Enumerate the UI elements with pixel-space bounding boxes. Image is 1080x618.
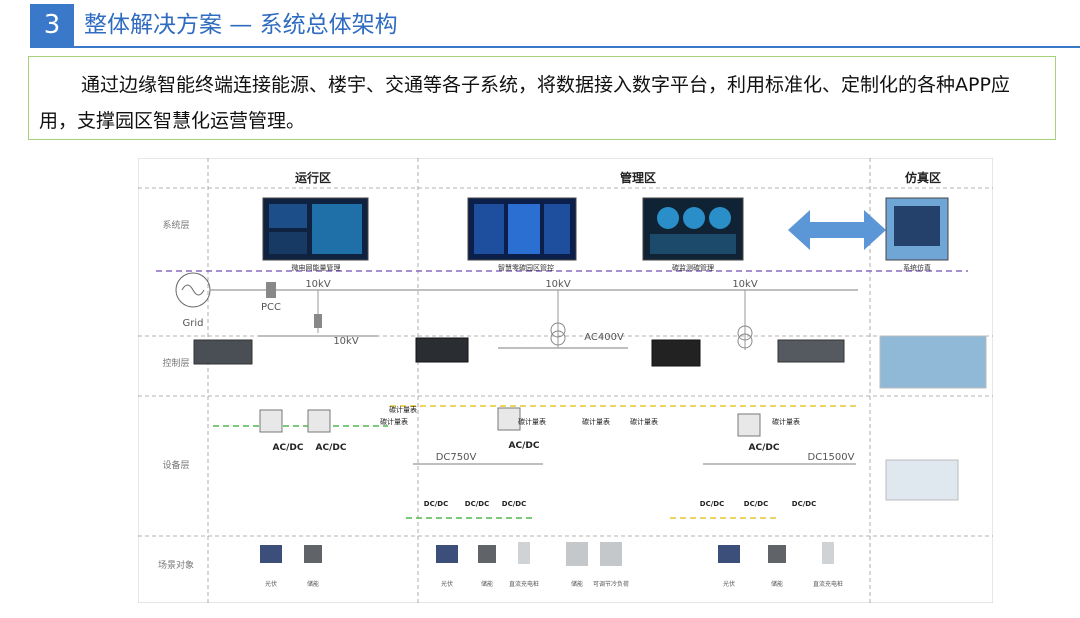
voltage-dc1500v: DC1500V bbox=[808, 452, 855, 463]
voltage-10kv-c: 10kV bbox=[732, 279, 758, 290]
meter-label: 碳计量表 bbox=[380, 417, 408, 426]
scene-label: 储能 bbox=[771, 580, 783, 588]
scene-icon bbox=[822, 542, 834, 564]
section-title: 整体解决方案 — 系统总体架构 bbox=[84, 12, 398, 38]
acdc-converter-3 bbox=[497, 407, 521, 431]
scene-label: 可调节冷负荷 bbox=[593, 580, 629, 588]
acdc-label-3: AC/DC bbox=[509, 441, 540, 451]
scene-label: 光伏 bbox=[265, 580, 277, 588]
dcdc-label: DC/DC bbox=[424, 500, 448, 508]
zone-management: 管理区 bbox=[620, 170, 656, 185]
zone-operation: 运行区 bbox=[295, 170, 331, 185]
scene-icon bbox=[478, 545, 496, 563]
section-number: 3 bbox=[30, 4, 74, 46]
carbon-screen bbox=[642, 197, 744, 261]
microgrid-label: 微电网能量管理 bbox=[292, 263, 341, 272]
dcdc-label: DC/DC bbox=[744, 500, 768, 508]
zone-simulation: 仿真区 bbox=[905, 170, 941, 185]
microgrid-screen bbox=[262, 197, 369, 261]
acdc-converter-4 bbox=[737, 413, 761, 437]
data-concentrator bbox=[777, 339, 845, 363]
layer-scene: 场景对象 bbox=[158, 559, 194, 571]
scene-label: 光伏 bbox=[441, 580, 453, 588]
intro-text: 通过边缘智能终端连接能源、楼宇、交通等各子系统，将数据接入数字平台，利用标准化、… bbox=[39, 74, 1010, 132]
layer-device: 设备层 bbox=[162, 459, 189, 471]
architecture-diagram: 运行区 管理区 仿真区 系统层 控制层 设备层 场景对象 微电网能量管理 智慧零… bbox=[138, 158, 993, 603]
intro-box: 通过边缘智能终端连接能源、楼宇、交通等各子系统，将数据接入数字平台，利用标准化、… bbox=[28, 56, 1056, 140]
acdc-label-2: AC/DC bbox=[316, 443, 347, 453]
scene-icon bbox=[600, 542, 622, 566]
section-header: 3 整体解决方案 — 系统总体架构 bbox=[30, 4, 1080, 48]
sim-label: 系统仿真 bbox=[903, 263, 931, 272]
scene-icon bbox=[518, 542, 530, 564]
sim-panel-2 bbox=[885, 459, 959, 501]
sim-screen bbox=[885, 197, 949, 261]
scene-icon bbox=[718, 545, 740, 563]
scene-icon bbox=[566, 542, 588, 566]
acdc-converter-1 bbox=[259, 409, 283, 433]
carbon-label: 碳监测碳管理 bbox=[672, 263, 714, 272]
voltage-ac400v: AC400V bbox=[584, 332, 624, 343]
edge-controller-1 bbox=[193, 339, 253, 365]
voltage-10kv-d: 10kV bbox=[333, 336, 359, 347]
acdc-label-1: AC/DC bbox=[273, 443, 304, 453]
meter-label: 碳计量表 bbox=[630, 417, 658, 426]
park-label: 智慧零碳园区管控 bbox=[498, 263, 554, 272]
scene-label: 储能 bbox=[481, 580, 493, 588]
scene-icon bbox=[768, 545, 786, 563]
scene-label: 储能 bbox=[307, 580, 319, 588]
acdc-converter-2 bbox=[307, 409, 331, 433]
scene-label: 光伏 bbox=[723, 580, 735, 588]
edge-gateway bbox=[415, 337, 469, 363]
layer-control: 控制层 bbox=[162, 357, 189, 369]
park-screen bbox=[467, 197, 577, 261]
dcdc-label: DC/DC bbox=[700, 500, 724, 508]
dcdc-label: DC/DC bbox=[502, 500, 526, 508]
scene-label: 直流充电桩 bbox=[813, 580, 843, 588]
pcc-breaker bbox=[266, 282, 276, 298]
voltage-10kv-a: 10kV bbox=[305, 279, 331, 290]
voltage-dc750v: DC750V bbox=[436, 452, 477, 463]
dcdc-label: DC/DC bbox=[792, 500, 816, 508]
meter-label: 碳计量表 bbox=[389, 405, 417, 414]
carbon-terminal bbox=[651, 339, 701, 367]
meter-label: 碳计量表 bbox=[772, 417, 800, 426]
voltage-10kv-b: 10kV bbox=[545, 279, 571, 290]
layer-system: 系统层 bbox=[162, 219, 189, 231]
scene-icon bbox=[304, 545, 322, 563]
pcc-label: PCC bbox=[261, 302, 281, 313]
scene-label: 储能 bbox=[571, 580, 583, 588]
scene-icon bbox=[436, 545, 458, 563]
grid-label: Grid bbox=[183, 318, 204, 329]
bidirectional-arrow-icon bbox=[788, 210, 886, 250]
acdc-label-4: AC/DC bbox=[749, 443, 780, 453]
sim-panel-1 bbox=[879, 335, 987, 389]
dcdc-label: DC/DC bbox=[465, 500, 489, 508]
scene-icon bbox=[260, 545, 282, 563]
scene-label: 直流充电桩 bbox=[509, 580, 539, 588]
meter-label: 碳计量表 bbox=[582, 417, 610, 426]
meter-label: 碳计量表 bbox=[518, 417, 546, 426]
